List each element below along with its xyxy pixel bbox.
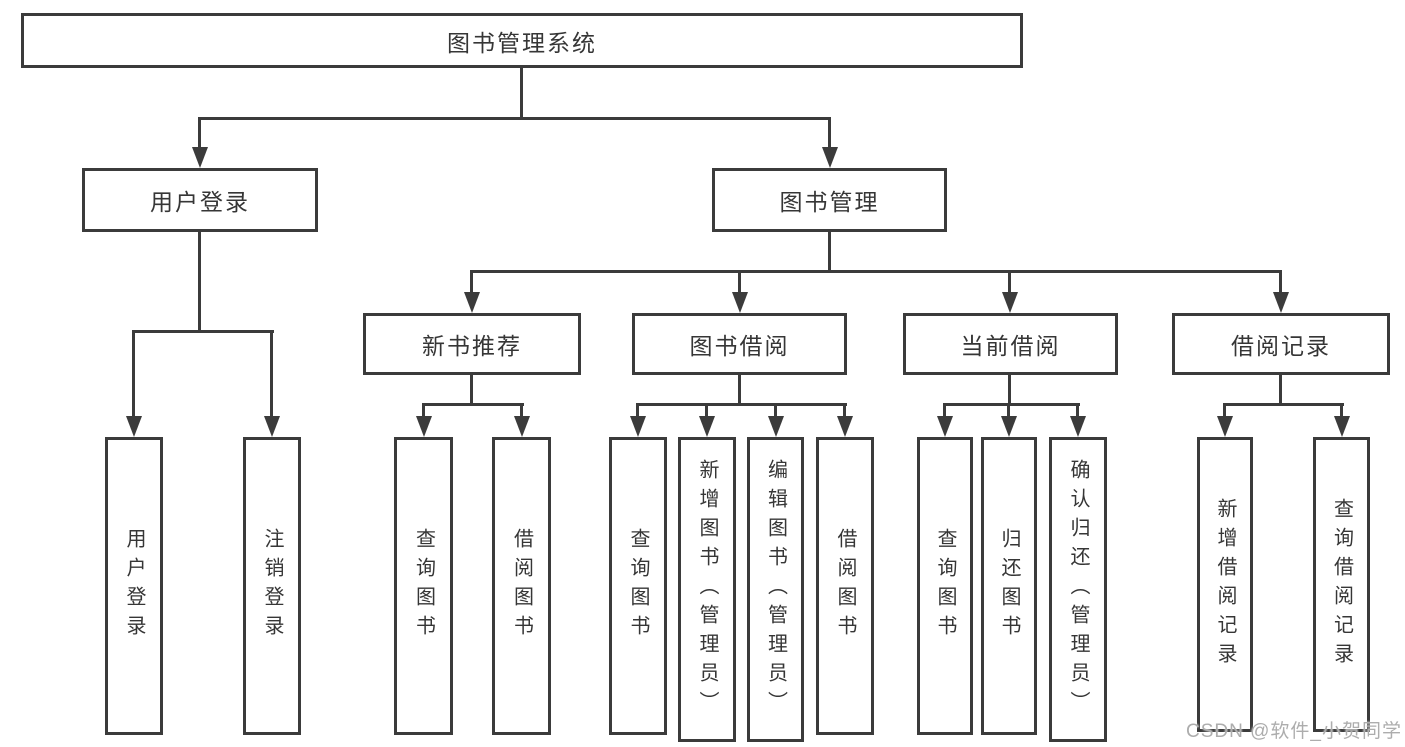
node-query-books-borrow: 查询图书: [609, 437, 667, 735]
connector-arrow: [1223, 404, 1226, 416]
node-new-book-recommend: 新书推荐: [363, 313, 581, 375]
node-new-book-recommend-label: 新书推荐: [422, 333, 522, 359]
node-return-books: 归还图书: [981, 437, 1037, 735]
connector-hbar: [198, 117, 831, 120]
node-login: 用户登录: [105, 437, 163, 735]
node-query-books-recommend: 查询图书: [394, 437, 453, 735]
connector-arrow: [1340, 404, 1343, 416]
node-query-borrow-record: 查询借阅记录: [1313, 437, 1370, 732]
node-borrow-records-label: 借阅记录: [1231, 333, 1331, 359]
node-borrow-books-recommend: 借阅图书: [492, 437, 551, 735]
node-edit-books-admin: 编辑图书（管理员）: [747, 437, 804, 742]
node-query-books-current-label: 查询图书: [934, 528, 956, 644]
connector-arrow: [132, 332, 135, 416]
watermark: CSDN @软件_小贺同学: [1186, 721, 1402, 742]
node-return-books-label: 归还图书: [998, 528, 1020, 644]
node-query-books-borrow-label: 查询图书: [627, 528, 649, 644]
connector-vline: [738, 375, 741, 406]
connector-arrow: [843, 404, 846, 416]
node-confirm-return-admin-label: 确认归还（管理员）: [1067, 459, 1089, 720]
node-borrow-records: 借阅记录: [1172, 313, 1390, 375]
node-login-label: 用户登录: [123, 528, 145, 644]
node-library-system: 图书管理系统: [21, 13, 1023, 68]
connector-arrow: [828, 119, 831, 147]
node-borrow-books-recommend-label: 借阅图书: [510, 528, 533, 644]
connector-arrow: [738, 272, 741, 292]
connector-arrow: [1008, 272, 1011, 292]
node-borrow-books: 借阅图书: [816, 437, 874, 735]
connector-hbar: [636, 403, 847, 406]
connector-vline: [1008, 375, 1011, 406]
connector-arrow: [422, 404, 425, 416]
node-book-management-label: 图书管理: [779, 189, 880, 215]
node-logout-label: 注销登录: [261, 528, 283, 644]
node-add-borrow-record-label: 新增借阅记录: [1214, 497, 1236, 672]
node-confirm-return-admin: 确认归还（管理员）: [1049, 437, 1107, 742]
connector-vline: [198, 232, 201, 333]
connector-hbar: [1223, 403, 1344, 406]
node-book-borrow-label: 图书借阅: [689, 333, 790, 359]
node-add-books-admin-label: 新增图书（管理员）: [696, 459, 718, 720]
connector-hbar: [132, 330, 274, 333]
connector-arrow: [943, 404, 946, 416]
node-library-system-label: 图书管理系统: [447, 29, 597, 56]
node-borrow-books-label: 借阅图书: [834, 528, 856, 644]
connector-vline: [470, 375, 473, 406]
node-user-login: 用户登录: [82, 168, 318, 232]
connector-arrow: [1007, 404, 1010, 416]
connector-arrow: [470, 272, 473, 292]
connector-hbar: [943, 403, 1080, 406]
connector-arrow: [636, 404, 639, 416]
connector-arrow: [1076, 404, 1079, 416]
node-logout: 注销登录: [243, 437, 301, 735]
node-query-borrow-record-label: 查询借阅记录: [1330, 497, 1353, 672]
connector-vline: [828, 232, 831, 273]
connector-hbar: [422, 403, 524, 406]
node-edit-books-admin-label: 编辑图书（管理员）: [764, 459, 787, 720]
connector-arrow: [705, 404, 708, 416]
node-book-management: 图书管理: [712, 168, 947, 232]
connector-arrow: [774, 404, 777, 416]
node-current-borrow-label: 当前借阅: [960, 333, 1061, 359]
connector-vline: [520, 68, 523, 118]
connector-arrow: [270, 332, 273, 416]
connector-vline: [1279, 375, 1282, 406]
node-current-borrow: 当前借阅: [903, 313, 1118, 375]
connector-arrow: [1279, 272, 1282, 292]
node-book-borrow: 图书借阅: [632, 313, 847, 375]
node-add-books-admin: 新增图书（管理员）: [678, 437, 736, 742]
connector-arrow: [520, 404, 523, 416]
node-query-books-recommend-label: 查询图书: [412, 528, 435, 644]
connector-hbar: [470, 270, 1282, 273]
node-user-login-label: 用户登录: [150, 189, 250, 215]
node-query-books-current: 查询图书: [917, 437, 973, 735]
connector-arrow: [198, 119, 201, 147]
node-add-borrow-record: 新增借阅记录: [1197, 437, 1253, 732]
